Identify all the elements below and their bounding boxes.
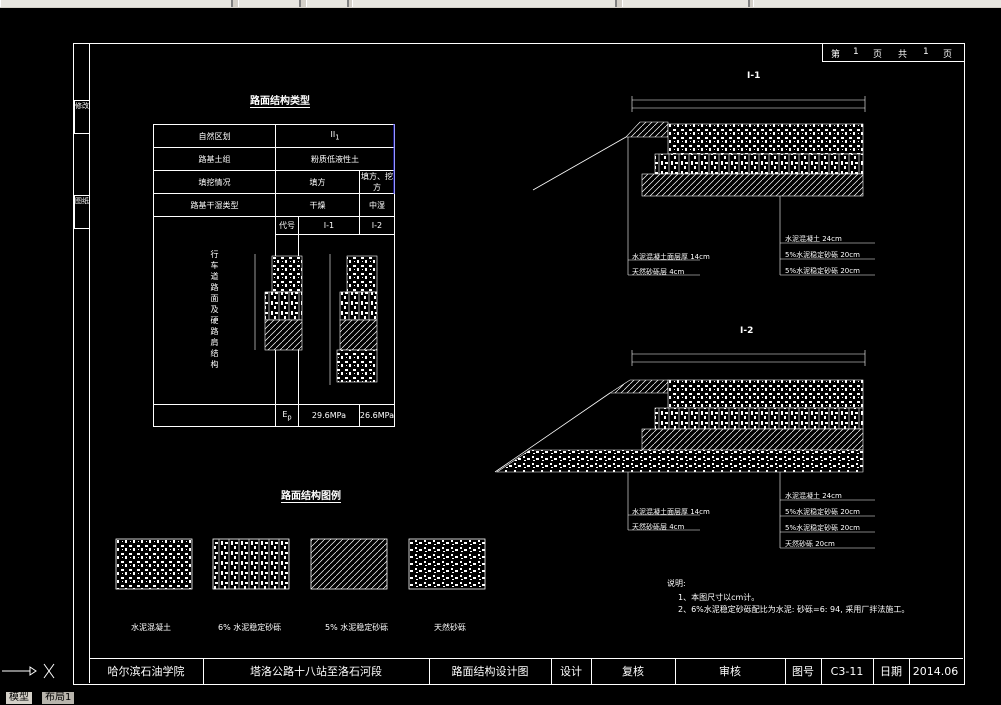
page-label: 第 [831, 50, 841, 60]
ep-value-2: 26.6MPa [358, 404, 396, 427]
title-block-design: 设计 [551, 659, 592, 684]
tab-layout1[interactable]: 布局1 [42, 692, 75, 704]
legend-item-gravel: 天然砂砾 [434, 623, 466, 632]
sidebar-sheet-label: 图纸 [75, 197, 89, 205]
section-2-label: 5%水泥稳定砂砾 20cm [785, 508, 860, 516]
legend-item-cement6: 6% 水泥稳定砂砾 [218, 623, 282, 632]
sidebar-revision: 修改 [74, 100, 90, 134]
legend-swatch-concrete [115, 538, 193, 590]
section-2-label: 5%水泥稳定砂砾 20cm [785, 524, 860, 532]
toolbar-segment[interactable] [352, 0, 617, 7]
sidebar-revision-label: 修改 [75, 102, 89, 110]
section-2-drawing [494, 350, 875, 549]
title-block-project: 塔洛公路十八站至洛石河段 [203, 659, 430, 684]
page-unit: 页 [873, 50, 883, 60]
total-label: 共 [898, 50, 908, 60]
legend-swatch-cement6 [212, 538, 290, 590]
table-title: 路面结构类型 [250, 92, 310, 108]
section-2-label: 水泥混凝土面层厚 14cm [632, 508, 710, 516]
status-bar [0, 690, 1001, 705]
notes-line: 2、6%水泥稳定砂砾配比为水泥: 砂砾=6: 94, 采用厂拌法施工。 [678, 605, 910, 614]
notes-line: 1、本图尺寸以cm计。 [678, 593, 760, 602]
structure-table: 自然区划 II1 路基土组 粉质低液性土 填挖情况 填方 填方、挖方 路基干湿类… [153, 124, 396, 427]
section-2-label: 天然砂砾 20cm [785, 540, 835, 548]
table-cell: 填方、挖方 [358, 170, 396, 194]
section-1-label: 水泥混凝土面层厚 14cm [632, 253, 710, 261]
title-block-date: 2014.06 [912, 665, 959, 678]
toolbar-segment[interactable] [306, 0, 349, 7]
title-block-drawing-no: C3-11 [821, 659, 874, 684]
table-figure-1 [254, 254, 303, 351]
toolbar-segment[interactable] [238, 0, 301, 7]
notes-title: 说明: [667, 579, 686, 588]
title-block-drawing-no-label: 图号 [785, 659, 822, 684]
title-block: 哈尔滨石油学院 塔洛公路十八站至洛石河段 路面结构设计图 设计 复核 审核 图号… [89, 658, 963, 684]
tab-model[interactable]: 模型 [6, 692, 32, 704]
total-number: 1 [923, 47, 929, 57]
total-unit: 页 [943, 50, 953, 60]
legend-swatch-cement5 [310, 538, 388, 590]
structure-label: 行车道路面及硬路肩结构 [153, 216, 276, 405]
legend-item-cement5: 5% 水泥稳定砂砾 [325, 623, 389, 632]
drawing-frame [73, 43, 965, 685]
section-1-title: I-1 [747, 71, 761, 81]
table-cell: 中湿 [358, 193, 396, 217]
table-figure-2 [329, 254, 378, 385]
table-row-label: 路基土组 [153, 147, 276, 171]
legend-swatches [115, 538, 486, 590]
section-1-label: 5%水泥稳定砂砾 20cm [785, 251, 860, 259]
toolbar-segment[interactable] [622, 0, 750, 7]
section-1-label: 5%水泥稳定砂砾 20cm [785, 267, 860, 275]
title-block-approve: 审核 [675, 659, 786, 684]
title-block-school: 哈尔滨石油学院 [89, 659, 204, 684]
toolbar-segment[interactable] [0, 0, 233, 7]
title-block-drawing: 路面结构设计图 [429, 659, 552, 684]
section-2-title: I-2 [740, 326, 754, 336]
section-1-label: 天然砂砾层 4cm [632, 268, 685, 276]
legend-title: 路面结构图例 [281, 487, 341, 503]
table-row-label: 自然区划 [153, 124, 276, 148]
section-1-label: 水泥混凝土 24cm [785, 235, 842, 243]
sidebar-sheet: 图纸 [74, 195, 90, 229]
ucs-icon [2, 663, 55, 679]
ep-label: Ep [275, 404, 299, 427]
section-1-drawing [532, 96, 875, 276]
section-2-label: 水泥混凝土 24cm [785, 492, 842, 500]
legend-swatch-gravel [408, 538, 486, 590]
toolbar-segment[interactable] [753, 0, 1001, 7]
legend-item-concrete: 水泥混凝土 [131, 623, 171, 632]
title-block-review: 复核 [591, 659, 676, 684]
title-block-date-label: 日期 [873, 659, 910, 684]
drawing-inner-frame [89, 43, 964, 683]
section-2-label: 天然砂砾层 4cm [632, 523, 685, 531]
page-number: 1 [853, 47, 859, 57]
page-number-box: 第 1 页 共 1 页 [822, 43, 965, 62]
toolbar-strip [0, 0, 1001, 8]
